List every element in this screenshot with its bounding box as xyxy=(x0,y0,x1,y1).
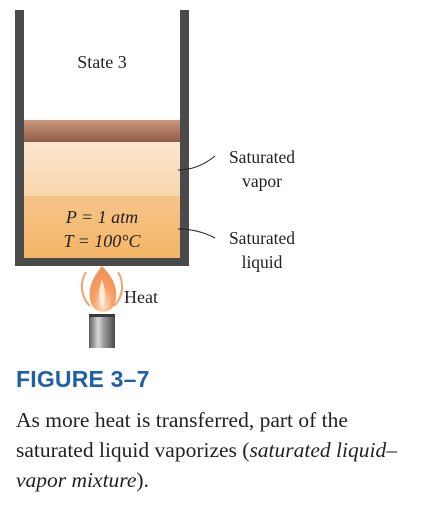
temperature-label: T = 100°C xyxy=(63,231,141,251)
liquid-label-line1: Saturated xyxy=(229,228,295,248)
cylinder-right-wall xyxy=(180,10,189,266)
flame-icon xyxy=(80,266,124,312)
saturated-liquid-region xyxy=(24,196,180,258)
burner-rim xyxy=(89,314,115,317)
figure-caption: As more heat is transferred, part of the… xyxy=(16,405,421,495)
liquid-label-line2: liquid xyxy=(242,252,283,272)
liquid-leader-line xyxy=(177,228,216,239)
vapor-leader-line xyxy=(177,155,216,171)
caption-italic-term: saturated liquid–vapor mixture xyxy=(16,438,397,492)
caption-text-start: As more heat is transferred, part of the… xyxy=(16,408,348,462)
state-label: State 3 xyxy=(77,52,127,72)
pressure-label: P = 1 atm xyxy=(65,207,138,227)
saturated-vapor-region xyxy=(24,142,180,196)
burner-icon xyxy=(89,314,115,348)
heat-label: Heat xyxy=(124,287,158,307)
cylinder-bottom xyxy=(15,258,189,266)
vapor-label-line1: Saturated xyxy=(229,147,295,167)
piston-cylinder-diagram: State 3 P = 1 atm T = 100°C Saturated va… xyxy=(15,10,295,348)
cylinder-left-wall xyxy=(15,10,24,266)
figure-number: FIGURE 3–7 xyxy=(16,366,150,392)
piston xyxy=(24,120,180,142)
caption-text-end: ). xyxy=(136,468,149,492)
vapor-label-line2: vapor xyxy=(242,171,282,191)
